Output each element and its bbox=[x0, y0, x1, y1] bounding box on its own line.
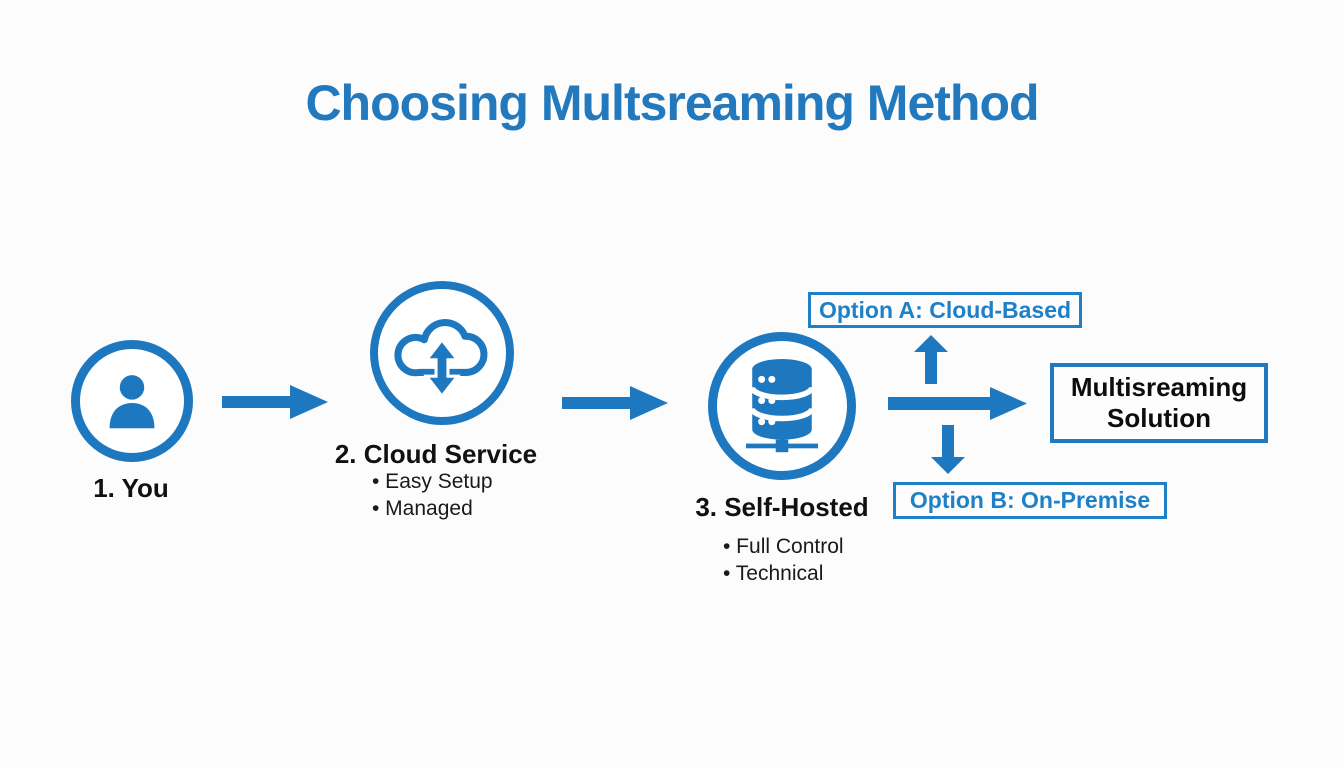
bullet-item: • Easy Setup bbox=[372, 470, 493, 493]
option-b-box: Option B: On-Premise bbox=[893, 482, 1167, 519]
arrow-right-icon bbox=[888, 387, 1027, 420]
solution-label-line2: Solution bbox=[1107, 403, 1211, 433]
node-you bbox=[71, 340, 193, 462]
person-icon bbox=[109, 375, 155, 429]
solution-box: Multisreaming Solution bbox=[1050, 363, 1268, 443]
self-hosted-bullets: • Full Control • Technical bbox=[723, 533, 844, 587]
arrow-right-icon bbox=[222, 385, 328, 419]
cloud-service-bullets: • Easy Setup • Managed bbox=[372, 468, 493, 522]
database-server-icon bbox=[745, 359, 819, 453]
diagram-title: Choosing Multsreaming Method bbox=[305, 75, 1039, 131]
bullet-item: • Managed bbox=[372, 497, 473, 520]
bullet-item: • Technical bbox=[723, 562, 824, 585]
cloud-sync-icon bbox=[394, 319, 488, 399]
node-cloud-service-label: 2. Cloud Service bbox=[334, 439, 538, 469]
arrow-down-icon bbox=[931, 425, 965, 474]
node-self-hosted bbox=[708, 332, 856, 480]
arrow-right-icon bbox=[562, 386, 668, 420]
node-you-label: 1. You bbox=[93, 473, 169, 503]
option-a-label: Option A: Cloud-Based bbox=[818, 296, 1072, 323]
bullet-item: • Full Control bbox=[723, 535, 844, 558]
node-self-hosted-label: 3. Self-Hosted bbox=[695, 492, 869, 522]
option-b-label: Option B: On-Premise bbox=[909, 487, 1151, 513]
solution-label-line1: Multisreaming bbox=[1070, 372, 1248, 402]
option-a-box: Option A: Cloud-Based bbox=[808, 292, 1082, 328]
arrow-up-icon bbox=[914, 335, 948, 384]
node-cloud-service bbox=[370, 281, 514, 425]
